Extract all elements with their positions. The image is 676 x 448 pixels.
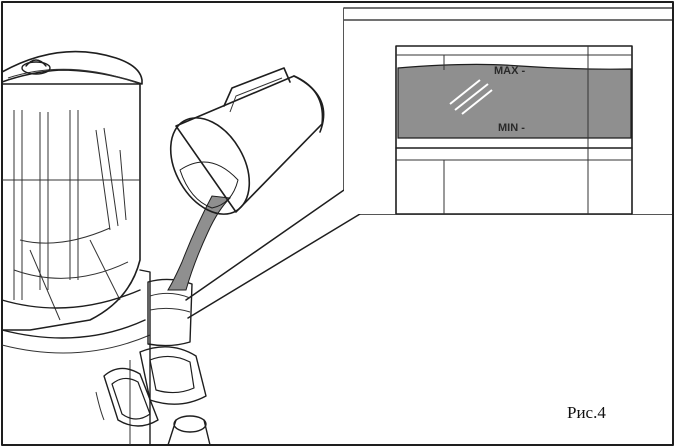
dispenser-bowl-icon xyxy=(1,50,151,446)
min-label: MIN - xyxy=(498,122,525,134)
liquid-stream xyxy=(167,195,232,291)
level-gauge-icon: MAX - MIN - xyxy=(343,7,673,215)
figure-caption: Рис.4 xyxy=(567,403,606,422)
pitcher-icon xyxy=(169,67,325,215)
max-label: MAX - xyxy=(494,65,526,77)
filler-neck xyxy=(147,278,193,347)
tap-icon xyxy=(95,346,211,446)
